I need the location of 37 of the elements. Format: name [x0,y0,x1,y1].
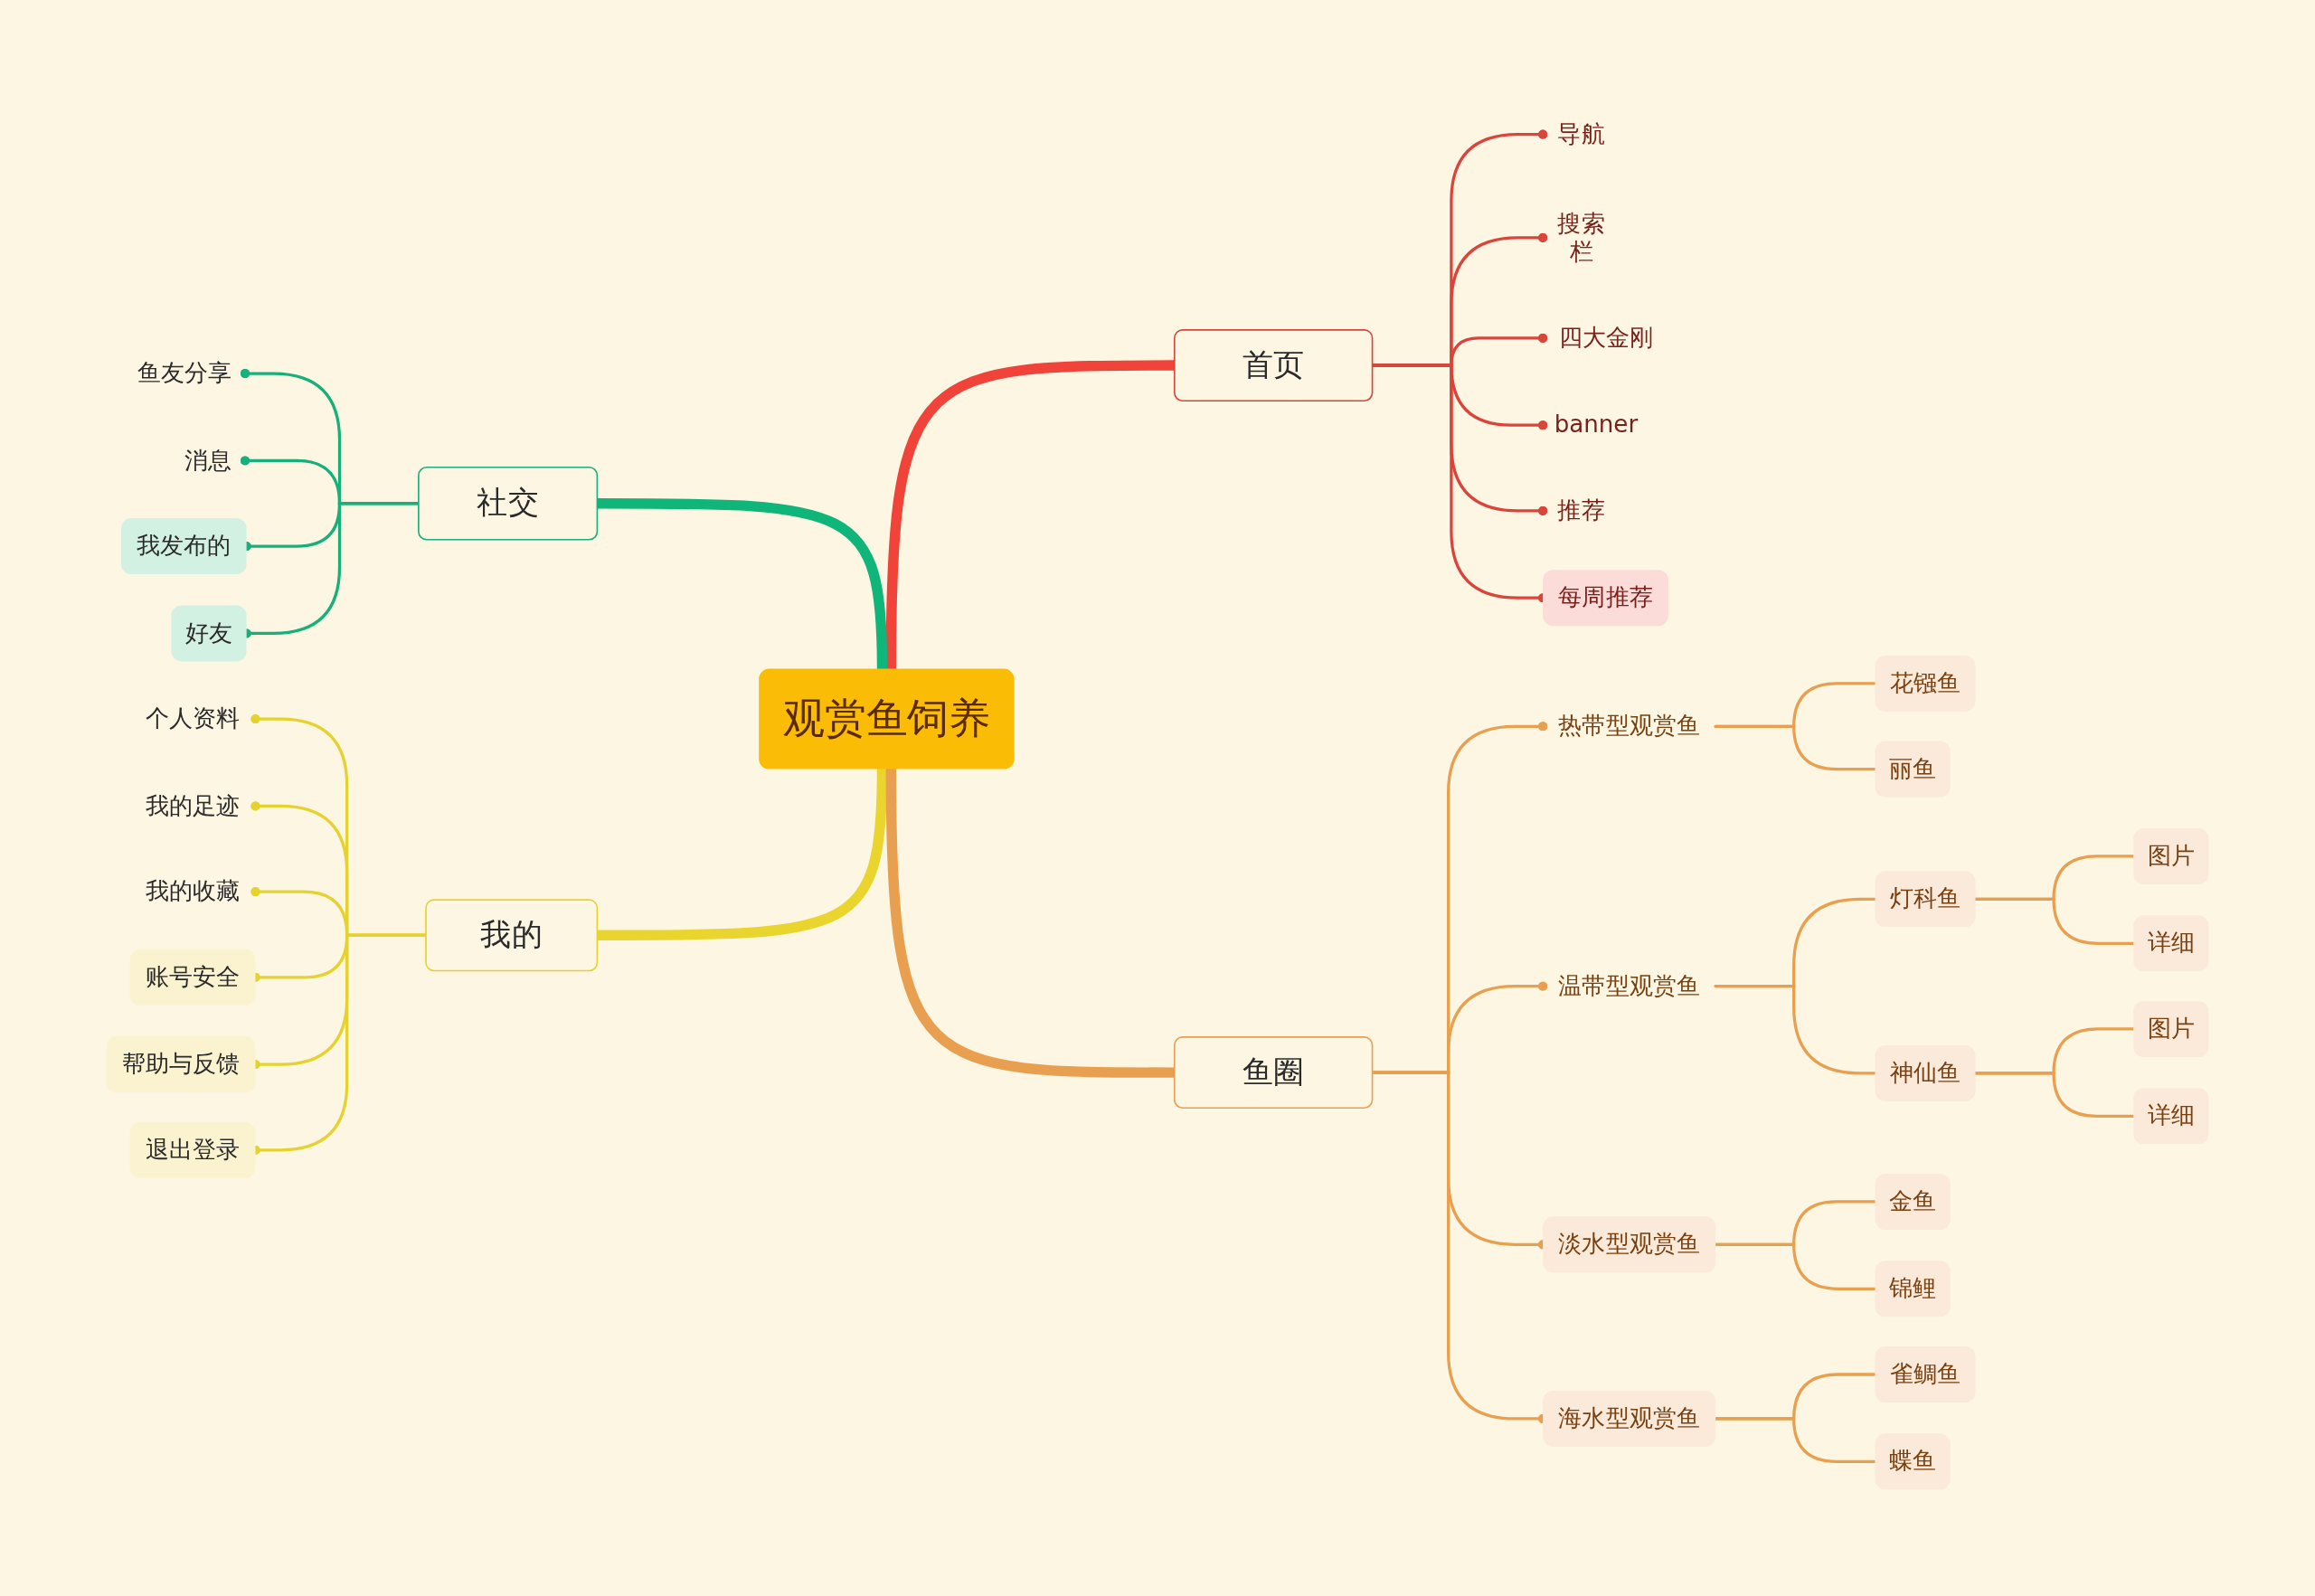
subtopic-label: 蝶鱼 [1875,1433,1951,1490]
subtopic-label: 个人资料 [129,696,256,741]
subtopic-label: 我发布的 [120,518,247,575]
subtopic-label: 搜索栏 [1543,202,1620,274]
subtopic-label: 花镪鱼 [1875,655,1976,712]
subtopic-label: 图片 [2133,1000,2209,1057]
subtopic-label: 详细 [2133,1088,2209,1145]
subtopic-label: banner [1543,402,1649,448]
subtopic-label: 推荐 [1543,488,1620,534]
subtopic-label: 每周推荐 [1543,570,1668,627]
subtopic-label: 四大金刚 [1543,316,1670,361]
subtopic-label: 详细 [2133,915,2209,972]
subtopic-label: 锦鲤 [1875,1261,1951,1317]
subtopic-label: 海水型观赏鱼 [1543,1390,1716,1447]
subtopic-label: 丽鱼 [1875,741,1951,798]
subtopic-label: 账号安全 [129,949,256,1006]
subtopic-label: 神仙鱼 [1875,1044,1976,1101]
subtopic-label: 金鱼 [1875,1173,1951,1230]
subtopic-label: 我的足迹 [129,783,256,828]
subtopic-label: 退出登录 [129,1121,256,1178]
topic-box: 我的 [425,899,599,972]
subtopic-label: 导航 [1543,112,1620,157]
subtopic-label: 我的收藏 [129,869,256,914]
topic-box: 鱼圈 [1173,1036,1374,1110]
subtopic-label: 消息 [171,438,245,483]
topic-box: 首页 [1173,329,1374,402]
central-topic-box: 观赏鱼饲养 [759,668,1015,770]
subtopic-label: 好友 [171,605,247,662]
subtopic-label: 热带型观赏鱼 [1543,704,1716,749]
subtopic-label: 淡水型观赏鱼 [1543,1216,1716,1273]
subtopic-label: 灯科鱼 [1875,871,1976,928]
subtopic-label: 帮助与反馈 [106,1036,256,1093]
subtopic-label: 图片 [2133,827,2209,884]
subtopic-label: 雀鲷鱼 [1875,1346,1976,1402]
subtopic-label: 鱼友分享 [124,351,245,396]
topic-box: 社交 [418,466,599,541]
subtopic-label: 温带型观赏鱼 [1543,964,1716,1009]
